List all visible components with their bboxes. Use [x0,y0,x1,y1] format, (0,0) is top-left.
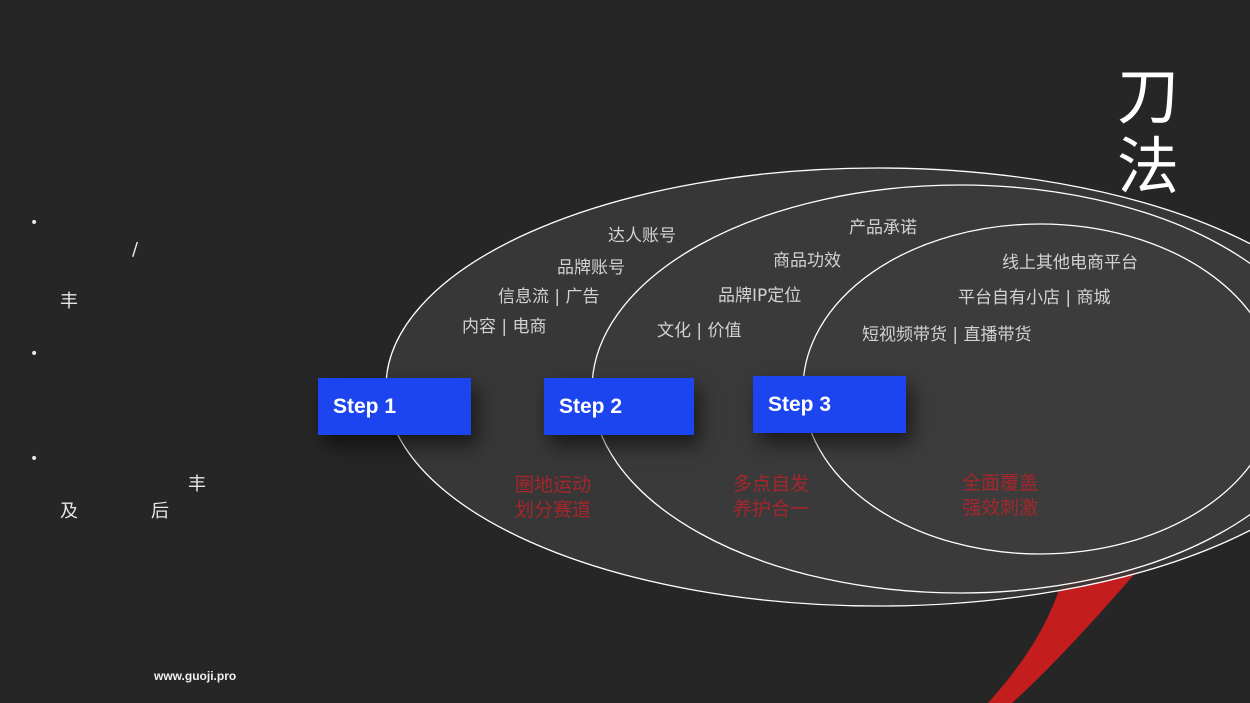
step-2-box: Step 2 [544,378,694,435]
caption-line: 划分赛道 [515,499,592,521]
ring2-label: 文化 | 价值 [657,321,742,341]
left-fragment-ji: 及 [60,501,78,522]
left-fragment-feng: 丰 [188,474,206,495]
ring3-label: 短视频带货 | 直播带货 [862,325,1032,345]
ring2-label: 品牌IP定位 [718,286,802,306]
left-fragment-slash: / [132,239,139,260]
caption-line: 多点自发 [733,473,810,495]
ring2-label: 产品承诺 [849,218,917,238]
step-3-caption: 全面覆盖 强效刺激 [962,471,1038,521]
ring1-label: 品牌账号 [557,258,625,278]
left-fragment-hou: 后 [151,501,169,522]
ring1-label: 信息流 | 广告 [498,287,600,307]
ring1-label: 内容 | 电商 [462,317,547,337]
footer-url[interactable]: www.guoji.pro [154,669,237,683]
ring1-label: 达人账号 [608,226,676,246]
step-1-caption: 圈地运动 划分赛道 [515,473,591,523]
step-3-box: Step 3 [753,376,906,433]
bullet-dot: • [30,215,39,231]
caption-line: 圈地运动 [515,474,592,496]
caption-line: 养护合一 [733,498,810,520]
bullet-dot: • [30,346,39,362]
ring2-label: 商品功效 [773,251,841,271]
step-1-box: Step 1 [318,378,471,435]
step-2-caption: 多点自发 养护合一 [733,472,809,522]
bullet-dot: • [30,451,39,467]
caption-line: 全面覆盖 [962,472,1039,494]
caption-line: 强效刺激 [962,497,1039,519]
title-char-1: 刀 [1117,60,1180,133]
title-char-2: 法 [1117,130,1180,203]
red-ribbon [988,570,1138,703]
left-fragment-feng: 丰 [60,291,78,312]
ring3-label: 线上其他电商平台 [1002,253,1138,273]
ring3-label: 平台自有小店 | 商城 [958,288,1111,308]
